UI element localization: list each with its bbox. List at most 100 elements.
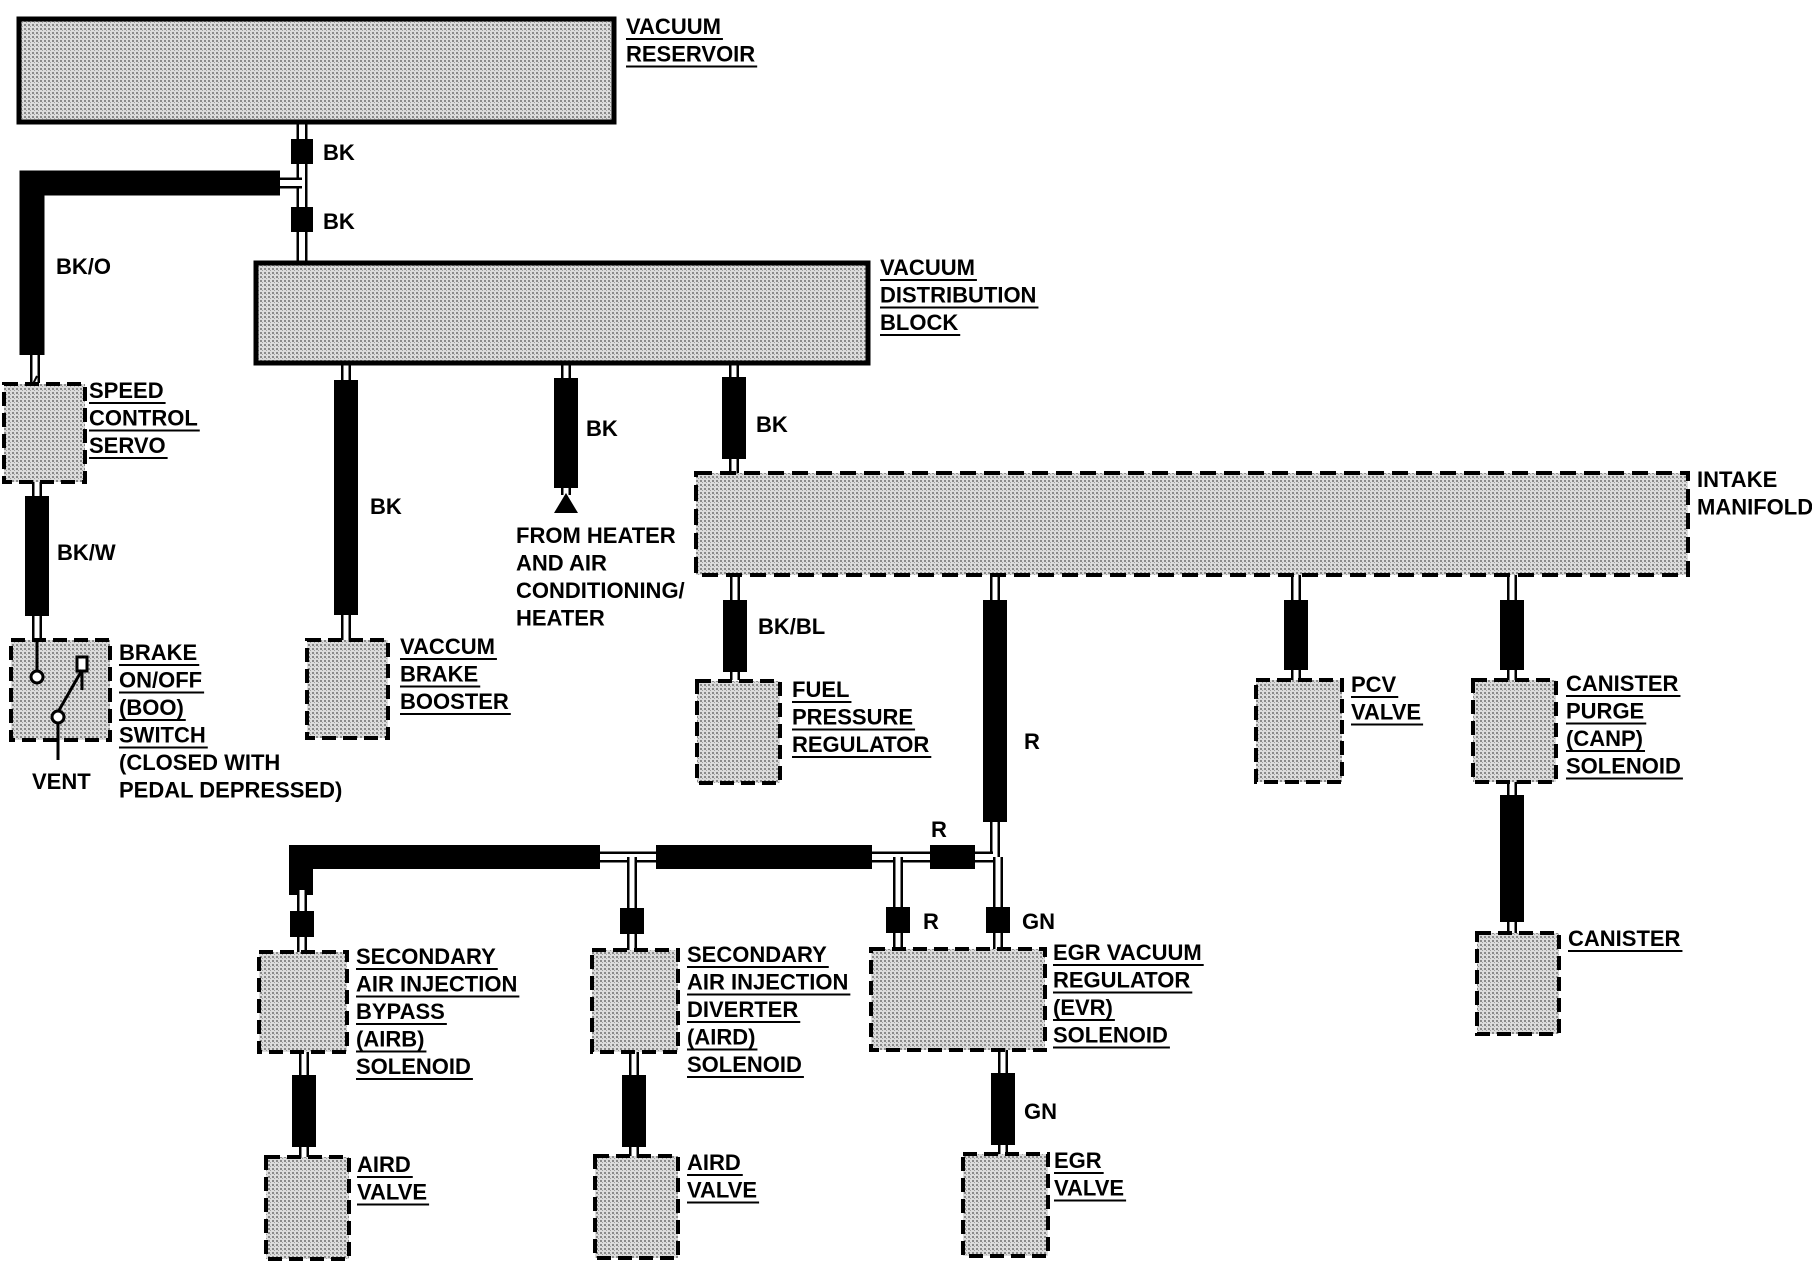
brake-booster-label-line: BOOSTER — [400, 689, 509, 714]
hose-to-heater — [554, 362, 578, 513]
canister-purge-label-line: CANISTER — [1566, 671, 1679, 696]
from-heater-label-line: HEATER — [516, 606, 605, 631]
fuel-pressure-regulator-label-line: PRESSURE — [792, 705, 913, 730]
brake-booster-box — [305, 638, 390, 740]
hose-color-to-fuel-regulator: BK/BL — [758, 614, 825, 639]
distribution-block-label-line: BLOCK — [880, 310, 958, 335]
intake-manifold-label-line: INTAKE — [1697, 467, 1777, 492]
evr-solenoid-label-line: REGULATOR — [1053, 968, 1190, 993]
hose-color-servo-to-brake: BK/W — [57, 540, 116, 565]
brake-switch-label-line: ON/OFF — [119, 668, 202, 693]
hose-color-reservoir-upper: BK — [323, 140, 355, 165]
speed-control-servo-label-line: SERVO — [89, 433, 166, 458]
aird-valve-1-box — [264, 1155, 351, 1261]
aird-valve-2-label-line: AIRD — [687, 1150, 741, 1175]
canister-label-line: CANISTER — [1568, 926, 1681, 951]
canister-label: CANISTER — [1568, 926, 1683, 952]
canister-purge-label-line: (CANP) — [1566, 726, 1643, 751]
from-heater-label-line: CONDITIONING/ — [516, 578, 685, 603]
heater-arrow-icon — [554, 493, 578, 513]
brake-switch-box — [9, 638, 112, 742]
hoses — [19, 120, 1524, 1158]
canister-box — [1475, 931, 1561, 1036]
hose-color-manifold-to-tee: R — [1024, 729, 1040, 754]
hose-color-tee-right: R — [931, 817, 947, 842]
airb-solenoid-label-line: SECONDARY — [356, 944, 496, 969]
hose-color-to-aird-r: R — [923, 909, 939, 934]
egr-valve-label-line: VALVE — [1054, 1176, 1124, 1201]
brake-switch-label-line: PEDAL DEPRESSED) — [119, 778, 342, 803]
evr-solenoid-label-line: SOLENOID — [1053, 1023, 1168, 1048]
vent-label: VENT — [32, 769, 91, 794]
airb-solenoid-box — [257, 950, 349, 1054]
fuel-pressure-regulator-label-line: FUEL — [792, 677, 849, 702]
hose-to-airb-solenoid — [290, 890, 314, 952]
hose-to-aird-solenoid — [620, 857, 644, 952]
speed-control-servo-box — [2, 382, 87, 484]
distribution-block-label-line: DISTRIBUTION — [880, 283, 1036, 308]
fuel-pressure-regulator-box — [695, 679, 782, 785]
aird-solenoid-label-line: AIR INJECTION — [687, 970, 848, 995]
hose-color-to-brake-booster: BK — [370, 494, 402, 519]
hose-color-reservoir-lower: BK — [323, 209, 355, 234]
airb-solenoid-label-line: (AIRB) — [356, 1027, 424, 1052]
aird-solenoid-label-line: DIVERTER — [687, 997, 798, 1022]
aird-solenoid-label-line: SOLENOID — [687, 1052, 802, 1077]
intake-manifold-label: INTAKE MANIFOLD — [1697, 467, 1812, 520]
hose-color-to-evr-gn: GN — [1022, 909, 1055, 934]
intake-manifold-label-line: MANIFOLD — [1697, 495, 1812, 520]
canister-purge-box — [1471, 678, 1558, 784]
brake-switch-label-line: BRAKE — [119, 640, 197, 665]
fuel-pressure-regulator-label-line: REGULATOR — [792, 732, 929, 757]
servo-port-stub — [32, 375, 38, 385]
intake-manifold-box — [694, 471, 1690, 577]
airb-solenoid-label-line: SOLENOID — [356, 1054, 471, 1079]
brake-switch-symbol-icon — [29, 640, 89, 760]
vacuum-reservoir-label-line: VACUUM — [626, 14, 721, 39]
egr-valve-label-line: EGR — [1054, 1148, 1102, 1173]
vacuum-reservoir-label: VACUUM RESERVOIR — [626, 14, 758, 68]
hose-to-evr-gn — [986, 857, 1010, 950]
aird-solenoid-label-line: (AIRD) — [687, 1025, 755, 1050]
canister-purge-label-line: SOLENOID — [1566, 754, 1681, 779]
aird-solenoid-label-line: SECONDARY — [687, 942, 827, 967]
brake-switch-label-line: (BOO) — [119, 695, 184, 720]
brake-switch-label-line: (CLOSED WITH — [119, 750, 280, 775]
hose-to-evr-r — [886, 857, 910, 950]
speed-control-servo-label-line: SPEED — [89, 378, 164, 403]
evr-solenoid-label-line: EGR VACUUM — [1053, 940, 1202, 965]
brake-switch-label-line: SWITCH — [119, 723, 206, 748]
hose-color-to-heater: BK — [586, 416, 618, 441]
aird-valve-1-label-line: AIRD — [357, 1152, 411, 1177]
from-heater-label-line: AND AIR — [516, 551, 607, 576]
brake-booster-label-line: BRAKE — [400, 662, 478, 687]
brake-booster-label-line: VACCUM — [400, 634, 495, 659]
aird-valve-2-box — [593, 1154, 680, 1260]
aird-valve-1-label-line: VALVE — [357, 1180, 427, 1205]
egr-valve-label: EGR VALVE — [1054, 1148, 1127, 1202]
pcv-valve-box — [1254, 678, 1344, 784]
hose-color-to-servo: BK/O — [56, 254, 111, 279]
distribution-block-label-line: VACUUM — [880, 255, 975, 280]
aird-valve-1-label: AIRD VALVE — [357, 1152, 430, 1206]
aird-valve-2-label-line: VALVE — [687, 1178, 757, 1203]
vacuum-reservoir-label-line: RESERVOIR — [626, 42, 755, 67]
hose-color-to-intake: BK — [756, 412, 788, 437]
evr-solenoid-box — [869, 947, 1047, 1052]
components — [2, 16, 1690, 1261]
speed-control-servo-label-line: CONTROL — [89, 406, 198, 431]
pcv-valve-label-line: VALVE — [1351, 700, 1421, 725]
hose-horizontal-tee — [289, 845, 993, 895]
pcv-valve-label-line: PCV — [1351, 672, 1397, 697]
